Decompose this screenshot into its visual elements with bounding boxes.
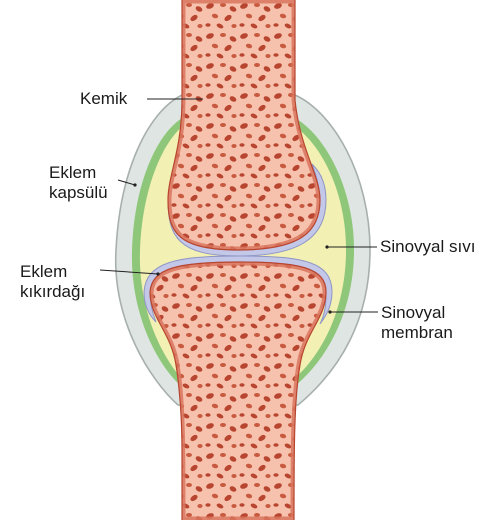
label-eklem-kikirdagi-line1: Eklem xyxy=(20,262,85,282)
label-eklem-kapsulu-line1: Eklem xyxy=(49,163,108,183)
label-eklem-kapsulu-line2: kapsülü xyxy=(49,183,108,203)
label-kemik: Kemik xyxy=(80,89,127,109)
label-sinovyal-sivi: Sinovyal sıvı xyxy=(380,237,475,257)
label-eklem-kikirdagi-line2: kıkırdağı xyxy=(20,282,85,302)
upper-bone xyxy=(168,0,320,250)
label-sinovyal-membran-line2: membran xyxy=(381,323,453,343)
label-sinovyal-membran-line1: Sinovyal xyxy=(381,303,453,323)
label-eklem-kikirdagi: Eklem kıkırdağı xyxy=(20,262,85,302)
label-sinovyal-sivi-text: Sinovyal sıvı xyxy=(380,237,475,257)
label-eklem-kapsulu: Eklem kapsülü xyxy=(49,163,108,203)
label-kemik-text: Kemik xyxy=(80,89,127,109)
label-sinovyal-membran: Sinovyal membran xyxy=(381,303,453,343)
